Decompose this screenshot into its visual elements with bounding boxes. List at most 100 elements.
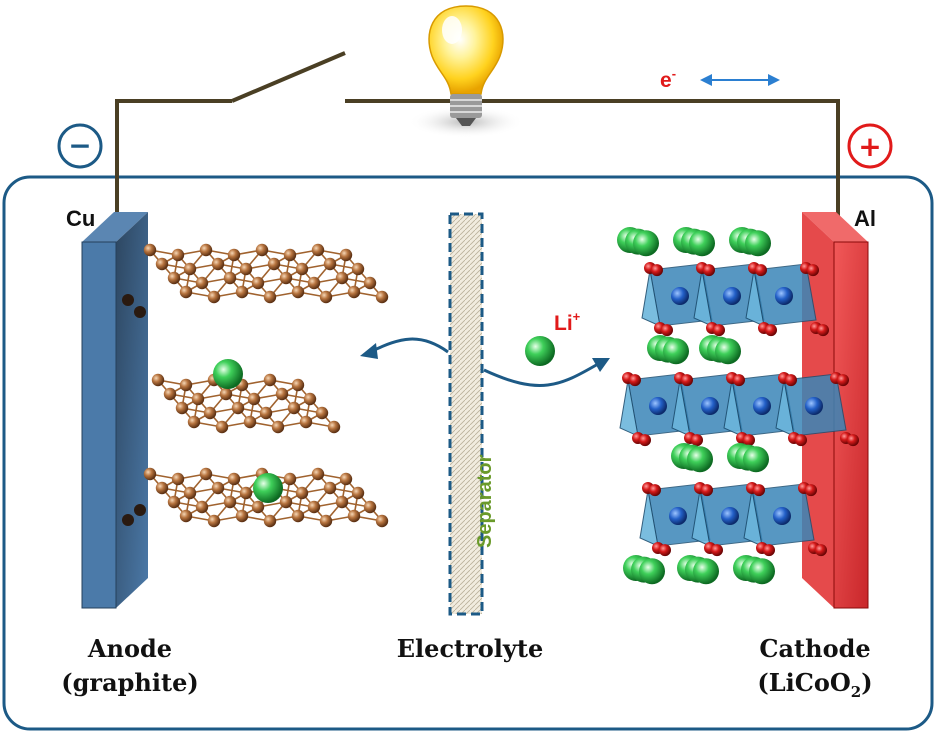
carbon-atom [143,243,157,257]
oxygen-atom [659,544,671,557]
carbon-atom [283,248,297,262]
oxygen-atom [815,544,827,557]
cathode-label: Cathode (LiCoO2) [757,634,873,701]
oxygen-atom [733,374,745,387]
carbon-atom [363,276,377,290]
carbon-atom [351,262,365,276]
cobalt-atom [649,397,667,415]
carbon-atom [203,406,217,420]
oxygen-atom [847,434,859,447]
electron-label: e- [660,66,676,92]
carbon-atom [323,257,337,271]
carbon-atom [259,406,273,420]
carbon-atom [155,257,169,271]
carbon-atom [347,509,361,523]
lithium-ion-anode-2 [253,473,283,503]
carbon-atom [207,290,221,304]
carbon-atom [163,387,177,401]
oxygen-atom [649,484,661,497]
graphite-layers [122,243,389,528]
carbon-atom [171,472,185,486]
carbon-atom [375,290,389,304]
carbon-atom [303,392,317,406]
carbon-atom [295,262,309,276]
carbon-atom [263,514,277,528]
electrolyte-label: Electrolyte [396,634,544,663]
carbon-atom [179,509,193,523]
carbon-atom [247,392,261,406]
lithium-atom [639,558,665,585]
carbon-atom [191,392,205,406]
oxygen-atom [691,434,703,447]
lithium-atom [715,338,741,365]
carbon-atom [279,495,293,509]
carbon-atom [287,401,301,415]
cobalt-atom [805,397,823,415]
cobalt-atom [671,287,689,305]
oxygen-atom [639,434,651,447]
anode-plate [81,212,148,609]
carbon-atom [363,500,377,514]
carbon-atom-edge [122,294,134,306]
cobalt-atom [753,397,771,415]
carbon-atom [235,509,249,523]
carbon-atom [167,271,181,285]
cobalt-atom [773,507,791,525]
oxygen-atom [681,374,693,387]
cobalt-atom [701,397,719,415]
carbon-atom [143,467,157,481]
oxygen-atom [763,544,775,557]
carbon-atom [211,481,225,495]
carbon-atom [263,290,277,304]
oxygen-atom [703,264,715,277]
oxygen-atom [805,484,817,497]
carbon-atom [223,271,237,285]
carbon-atom [275,387,289,401]
separator-label: Separator [474,454,496,548]
carbon-atom [307,500,321,514]
oxygen-atom [753,484,765,497]
negative-terminal-icon: − [57,123,103,169]
carbon-atom [251,276,265,290]
carbon-atom [323,481,337,495]
aluminum-label: Al [854,206,876,231]
carbon-atom-edge [134,306,146,318]
lithium-atom [689,230,715,257]
carbon-atom [291,509,305,523]
separator [448,212,484,616]
oxygen-atom [837,374,849,387]
oxygen-atom [817,324,829,337]
carbon-atom [295,486,309,500]
carbon-atom [167,495,181,509]
carbon-atom [235,285,249,299]
carbon-atom [179,285,193,299]
ion-arrow-head-left [360,343,378,359]
lithium-ion-label: Li+ [554,309,581,335]
cobalt-atom [721,507,739,525]
carbon-atom [339,472,353,486]
carbon-atom [211,257,225,271]
carbon-atom-edge [134,504,146,516]
carbon-atom [219,387,233,401]
carbon-atom [311,467,325,481]
carbon-atom [255,243,269,257]
carbon-atom [215,420,229,434]
carbon-atom [155,481,169,495]
wire-left [115,99,232,232]
graphene-sheet-1 [143,243,389,304]
lithium-ion-anode-1 [213,359,243,389]
oxygen-atom [807,264,819,277]
carbon-atom [231,401,245,415]
switch-lever [231,51,346,103]
cobalt-atom [669,507,687,525]
carbon-atom [327,420,341,434]
carbon-atom [271,420,285,434]
ion-arrow-head-right [592,358,610,372]
light-bulb-icon [408,5,524,138]
svg-text:−: − [68,129,91,162]
oxygen-atom [651,264,663,277]
carbon-atom [263,373,277,387]
copper-label: Cu [66,206,96,231]
carbon-atom [195,276,209,290]
carbon-atom [199,467,213,481]
